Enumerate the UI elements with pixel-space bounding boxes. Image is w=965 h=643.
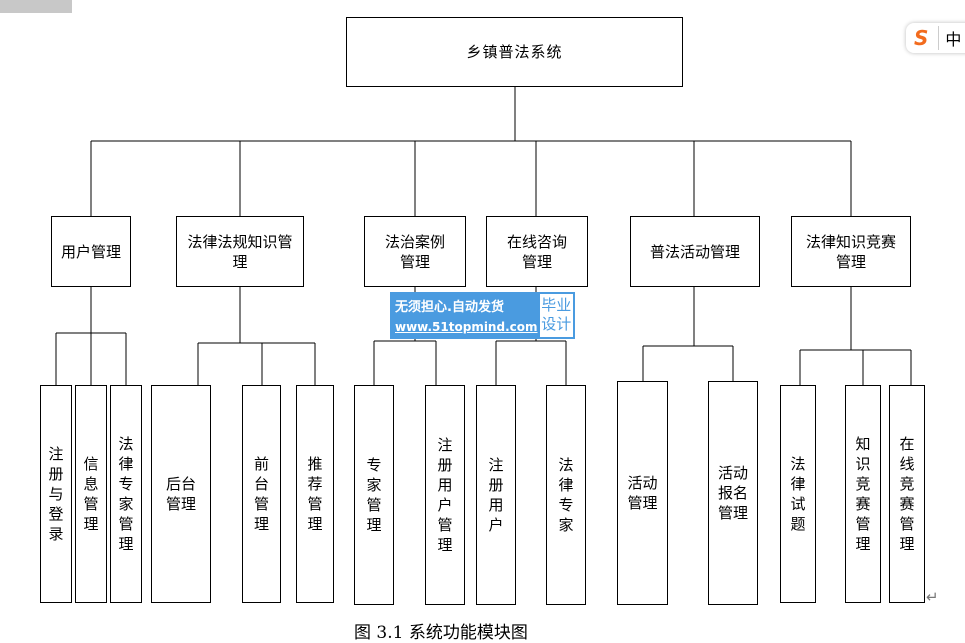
module-label: 法治案例管理 [384,232,445,271]
paragraph-mark-icon: ↵ [926,588,939,606]
leaf-node: 后台管理 [151,385,211,603]
leaf-label: 推荐管理 [307,455,323,533]
leaf-node: 前台管理 [242,385,281,603]
module-label: 在线咨询管理 [506,232,567,271]
ime-mode-toggle[interactable]: 中 [938,26,961,50]
leaf-label: 法律专家管理 [118,435,134,553]
leaf-label: 知识竞赛管理 [855,435,871,553]
watermark: 无须担心.自动发货 www.51topmind.com 毕业设计 [390,292,575,339]
root-label: 乡镇普法系统 [466,43,563,61]
module-label: 法律知识竞赛管理 [805,232,896,271]
leaf-node: 活动报名管理 [708,381,758,605]
leaf-label: 在线竞赛管理 [899,435,915,553]
module-law-knowledge: 法律法规知识管理 [176,216,304,287]
module-label: 用户管理 [60,242,121,261]
leaf-label: 注册用户管理 [437,436,453,554]
module-activity: 普法活动管理 [630,216,760,287]
ime-toolbar[interactable]: S 中 [906,23,965,53]
leaf-node: 法律专家 [546,385,586,605]
root-node: 乡镇普法系统 [346,17,683,87]
watermark-badge: 毕业设计 [539,294,573,337]
module-label: 法律法规知识管理 [187,232,293,271]
module-cases: 法治案例管理 [364,216,466,287]
leaf-label: 专家管理 [366,456,382,534]
leaf-node: 信息管理 [75,385,107,603]
leaf-label: 法律试题 [790,455,806,533]
leaf-label: 注册用户 [488,456,504,534]
watermark-url: www.51topmind.com [395,320,538,334]
leaf-node: 法律试题 [780,385,816,603]
leaf-node: 在线竞赛管理 [889,385,925,603]
leaf-node: 注册用户 [476,385,516,605]
leaf-node: 专家管理 [354,385,394,605]
leaf-node: 活动管理 [617,381,668,605]
leaf-node: 法律专家管理 [110,385,142,603]
leaf-node: 推荐管理 [296,385,334,603]
leaf-node: 知识竞赛管理 [845,385,881,603]
figure-caption: 图 3.1 系统功能模块图 [354,623,528,643]
module-contest: 法律知识竞赛管理 [791,216,911,287]
sogou-logo-icon: S [914,26,929,50]
gray-bar [0,0,72,13]
module-consult: 在线咨询管理 [486,216,588,287]
leaf-label: 注册与登录 [48,445,64,543]
leaf-node: 注册用户管理 [425,385,465,605]
leaf-label: 信息管理 [83,455,99,533]
leaf-label: 前台管理 [253,455,269,533]
watermark-line1: 无须担心.自动发货 [395,300,504,315]
leaf-label: 活动管理 [627,474,658,512]
leaf-node: 注册与登录 [40,385,72,603]
module-user: 用户管理 [51,216,131,287]
leaf-label: 法律专家 [558,456,574,534]
leaf-label: 后台管理 [165,475,196,513]
module-label: 普法活动管理 [649,242,740,261]
leaf-label: 活动报名管理 [717,464,748,522]
